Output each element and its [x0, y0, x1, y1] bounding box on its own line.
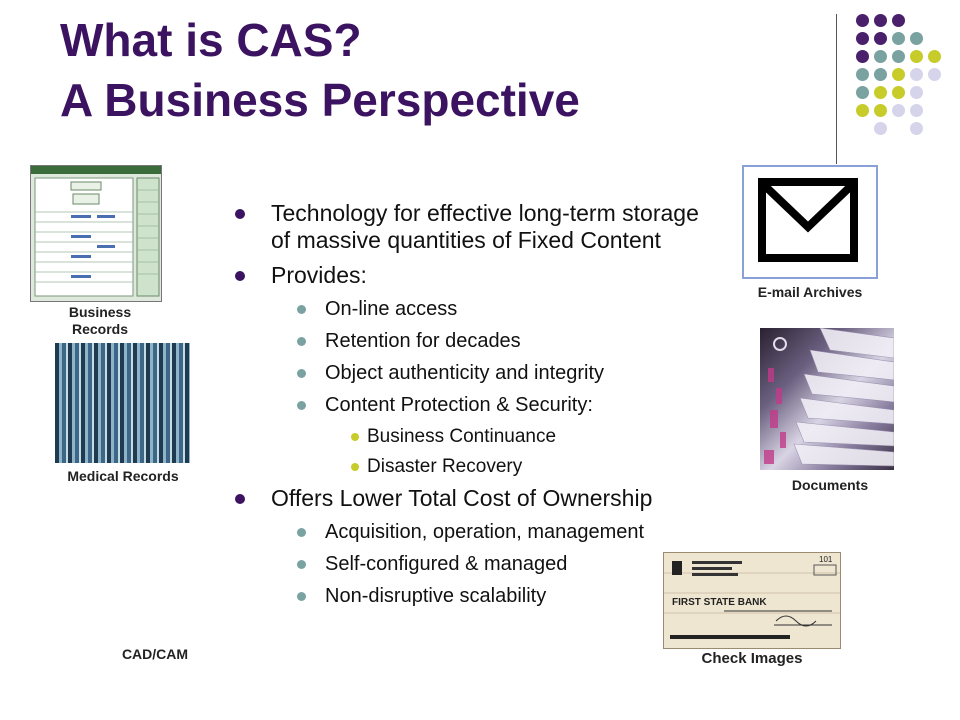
title-line-1: What is CAS? [60, 14, 362, 66]
documents-image [760, 328, 894, 470]
dot [892, 104, 905, 117]
divider-line [836, 14, 837, 164]
dot [910, 50, 923, 63]
bullet-level-3: Business Continuance [235, 425, 705, 449]
business-records-caption: Business Records [68, 304, 132, 337]
dot [910, 122, 923, 135]
bullet-level-2: Content Protection & Security: [235, 393, 705, 418]
bullet-level-2: Retention for decades [235, 329, 705, 354]
dot [874, 68, 887, 81]
medical-records-caption: Medical Records [67, 468, 179, 484]
dot [856, 32, 869, 45]
business-records-image [30, 165, 162, 302]
email-archives-image [742, 165, 878, 279]
bullet-level-1: Technology for effective long-term stora… [235, 200, 705, 254]
title-line-2: A Business Perspective [60, 74, 580, 126]
bullet-level-3: Disaster Recovery [235, 455, 705, 479]
dot [874, 86, 887, 99]
slide-title: What is CAS? A Business Perspective [60, 10, 580, 130]
dot [910, 104, 923, 117]
dot [874, 122, 887, 135]
dot [874, 32, 887, 45]
bullet-level-2: On-line access [235, 297, 705, 322]
dot [928, 50, 941, 63]
dot [856, 104, 869, 117]
dot [910, 86, 923, 99]
dot [910, 68, 923, 81]
dot [892, 68, 905, 81]
documents-caption: Documents [791, 477, 869, 493]
check-number: 101 [819, 555, 833, 564]
check-images-caption: Check Images [701, 650, 803, 667]
dot [856, 68, 869, 81]
bullet-level-2: Object authenticity and integrity [235, 361, 705, 386]
cad-cam-caption: CAD/CAM [121, 646, 189, 662]
bullet-level-2: Acquisition, operation, management [235, 520, 705, 545]
dot [892, 14, 905, 27]
bullet-level-1: Provides: [235, 262, 705, 289]
dot [928, 68, 941, 81]
dot [856, 14, 869, 27]
dot [874, 104, 887, 117]
bullet-level-1: Offers Lower Total Cost of Ownership [235, 485, 705, 512]
dot [856, 50, 869, 63]
dot [892, 50, 905, 63]
dot-grid-decoration [846, 14, 956, 154]
dot [892, 32, 905, 45]
email-archives-caption: E-mail Archives [757, 284, 863, 300]
dot [910, 32, 923, 45]
dot [856, 86, 869, 99]
check-bank-name: FIRST STATE BANK [672, 597, 767, 608]
dot [892, 86, 905, 99]
envelope-icon [758, 178, 858, 262]
dot [874, 14, 887, 27]
bullet-level-2: Self-configured & managed [235, 552, 705, 577]
medical-records-image [55, 343, 190, 463]
bullet-list: Technology for effective long-term stora… [235, 200, 705, 616]
check-image: FIRST STATE BANK 101 [663, 552, 841, 649]
bullet-level-2: Non-disruptive scalability [235, 584, 705, 609]
dot [874, 50, 887, 63]
